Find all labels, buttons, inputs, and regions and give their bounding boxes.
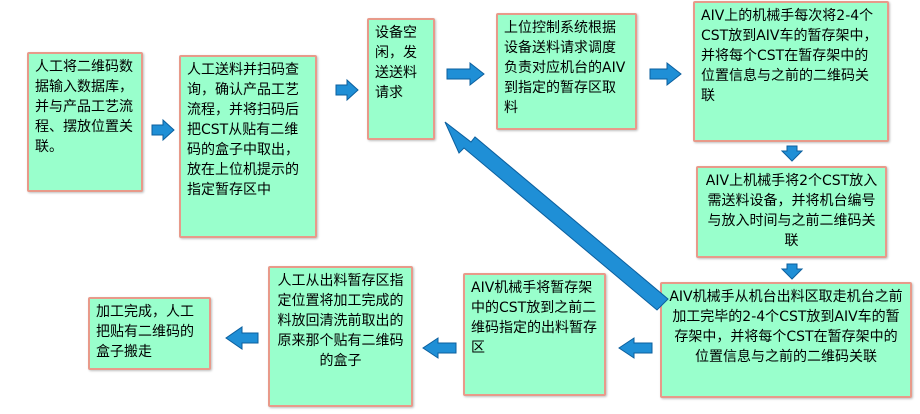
- arrow-3-to-4: [446, 61, 485, 87]
- step-1-box: 人工将二维码数据输入数据库，并与产品工艺流程、摆放位置关联。: [27, 52, 143, 192]
- step-8-box: AIV机械手将暂存架中的CST放到之前二维码指定的出料暂存区: [463, 273, 606, 396]
- arrow-5-to-6: [780, 145, 804, 162]
- step-10-box: 加工完成，人工把贴有二维码的盒子搬走: [88, 297, 211, 370]
- arrow-7-to-8: [618, 337, 653, 359]
- step-6-box: AIV上机械手将2个CST放入需送料设备，并将机台编号与放入时间与之前二维码关联: [696, 166, 887, 258]
- step-7-box: AIV机械手从机台出料区取走机台之前加工完毕的2-4个CST放到AIV车的暂存架…: [660, 282, 912, 398]
- step-5-box: AIV上的机械手每次将2-4个CST放到AIV车的暂存架中，并将每个CST在暂存…: [693, 1, 889, 142]
- step-2-box: 人工送料并扫码查询，确认产品工艺流程，并将扫码后把CST从贴有二维码的盒子中取出…: [179, 55, 317, 238]
- arrow-6-to-7: [780, 263, 804, 280]
- step-3-box: 设备空闲，发送送料请求: [367, 18, 435, 140]
- arrow-1-to-2: [151, 118, 175, 142]
- arrow-4-to-5: [649, 61, 682, 87]
- step-9-box: 人工从出料暂存区指定位置将加工完成的料放回清洗前取出的原来那个贴有二维码的盒子: [268, 266, 413, 407]
- arrow-8-to-9: [422, 337, 457, 359]
- arrow-9-to-10: [225, 326, 259, 350]
- step-4-box: 上位控制系统根据设备送料请求调度负责对应机台的AIV到指定的暂存区取料: [496, 13, 637, 130]
- arrow-2-to-3: [335, 78, 359, 102]
